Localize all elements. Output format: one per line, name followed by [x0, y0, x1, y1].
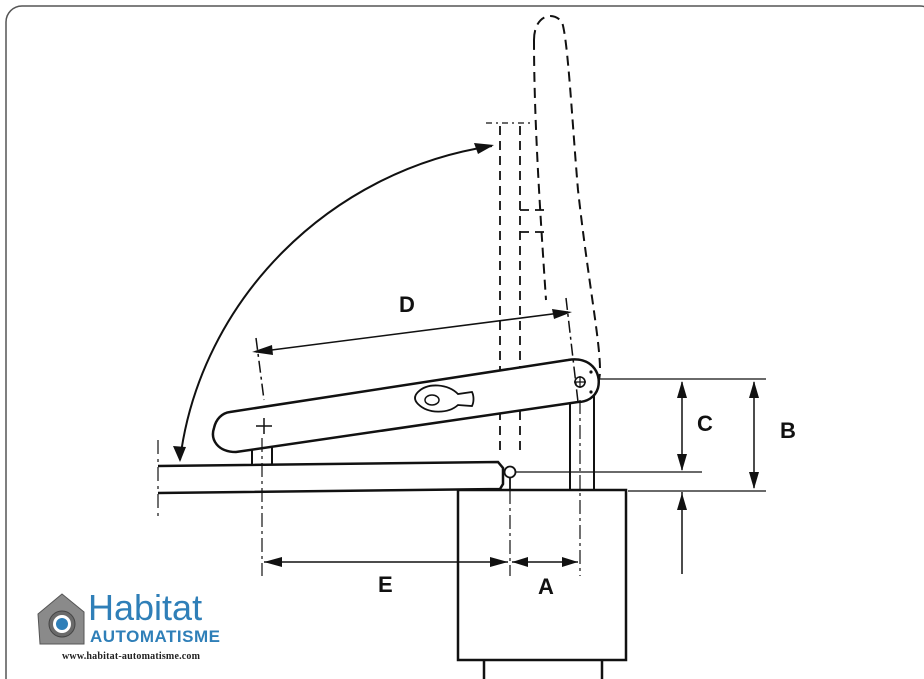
gate-pillar	[456, 488, 628, 662]
dimension-d	[252, 297, 579, 403]
arm-gate-fixing-point	[256, 418, 272, 434]
dimension-a	[512, 557, 578, 567]
dimension-label-a: A	[538, 574, 554, 599]
logo-subtitle: AUTOMATISME	[90, 627, 221, 646]
dimension-label-c: C	[697, 411, 713, 436]
gate-hinge	[503, 465, 517, 479]
arc-arrowhead-top	[474, 143, 494, 154]
logo-url: www.habitat-automatisme.com	[62, 651, 201, 662]
dimension-label-e: E	[378, 572, 393, 597]
release-lock-keyhole	[424, 394, 440, 406]
arc-arrowhead-bottom	[173, 446, 186, 462]
dimension-label-d: D	[399, 292, 415, 317]
opener-arm-open-position	[533, 15, 602, 395]
arm-screw	[589, 390, 593, 394]
arm-screw	[589, 370, 593, 374]
pillar-bracket	[569, 392, 595, 490]
gate-leaf	[157, 440, 505, 520]
logo-name: Habitat	[88, 587, 203, 628]
diagram-frame	[5, 5, 924, 679]
pillar-base	[482, 660, 604, 679]
opener-arm	[211, 358, 601, 454]
opening-angle-arc	[179, 145, 493, 461]
arm-pivot-cross	[574, 376, 586, 388]
house-gear-icon	[37, 593, 85, 645]
dimension-b	[749, 381, 759, 489]
opener-arm-open-edge	[533, 39, 547, 301]
dimension-e	[264, 557, 508, 567]
dimension-c	[677, 381, 687, 574]
dimension-label-b: B	[780, 418, 796, 443]
